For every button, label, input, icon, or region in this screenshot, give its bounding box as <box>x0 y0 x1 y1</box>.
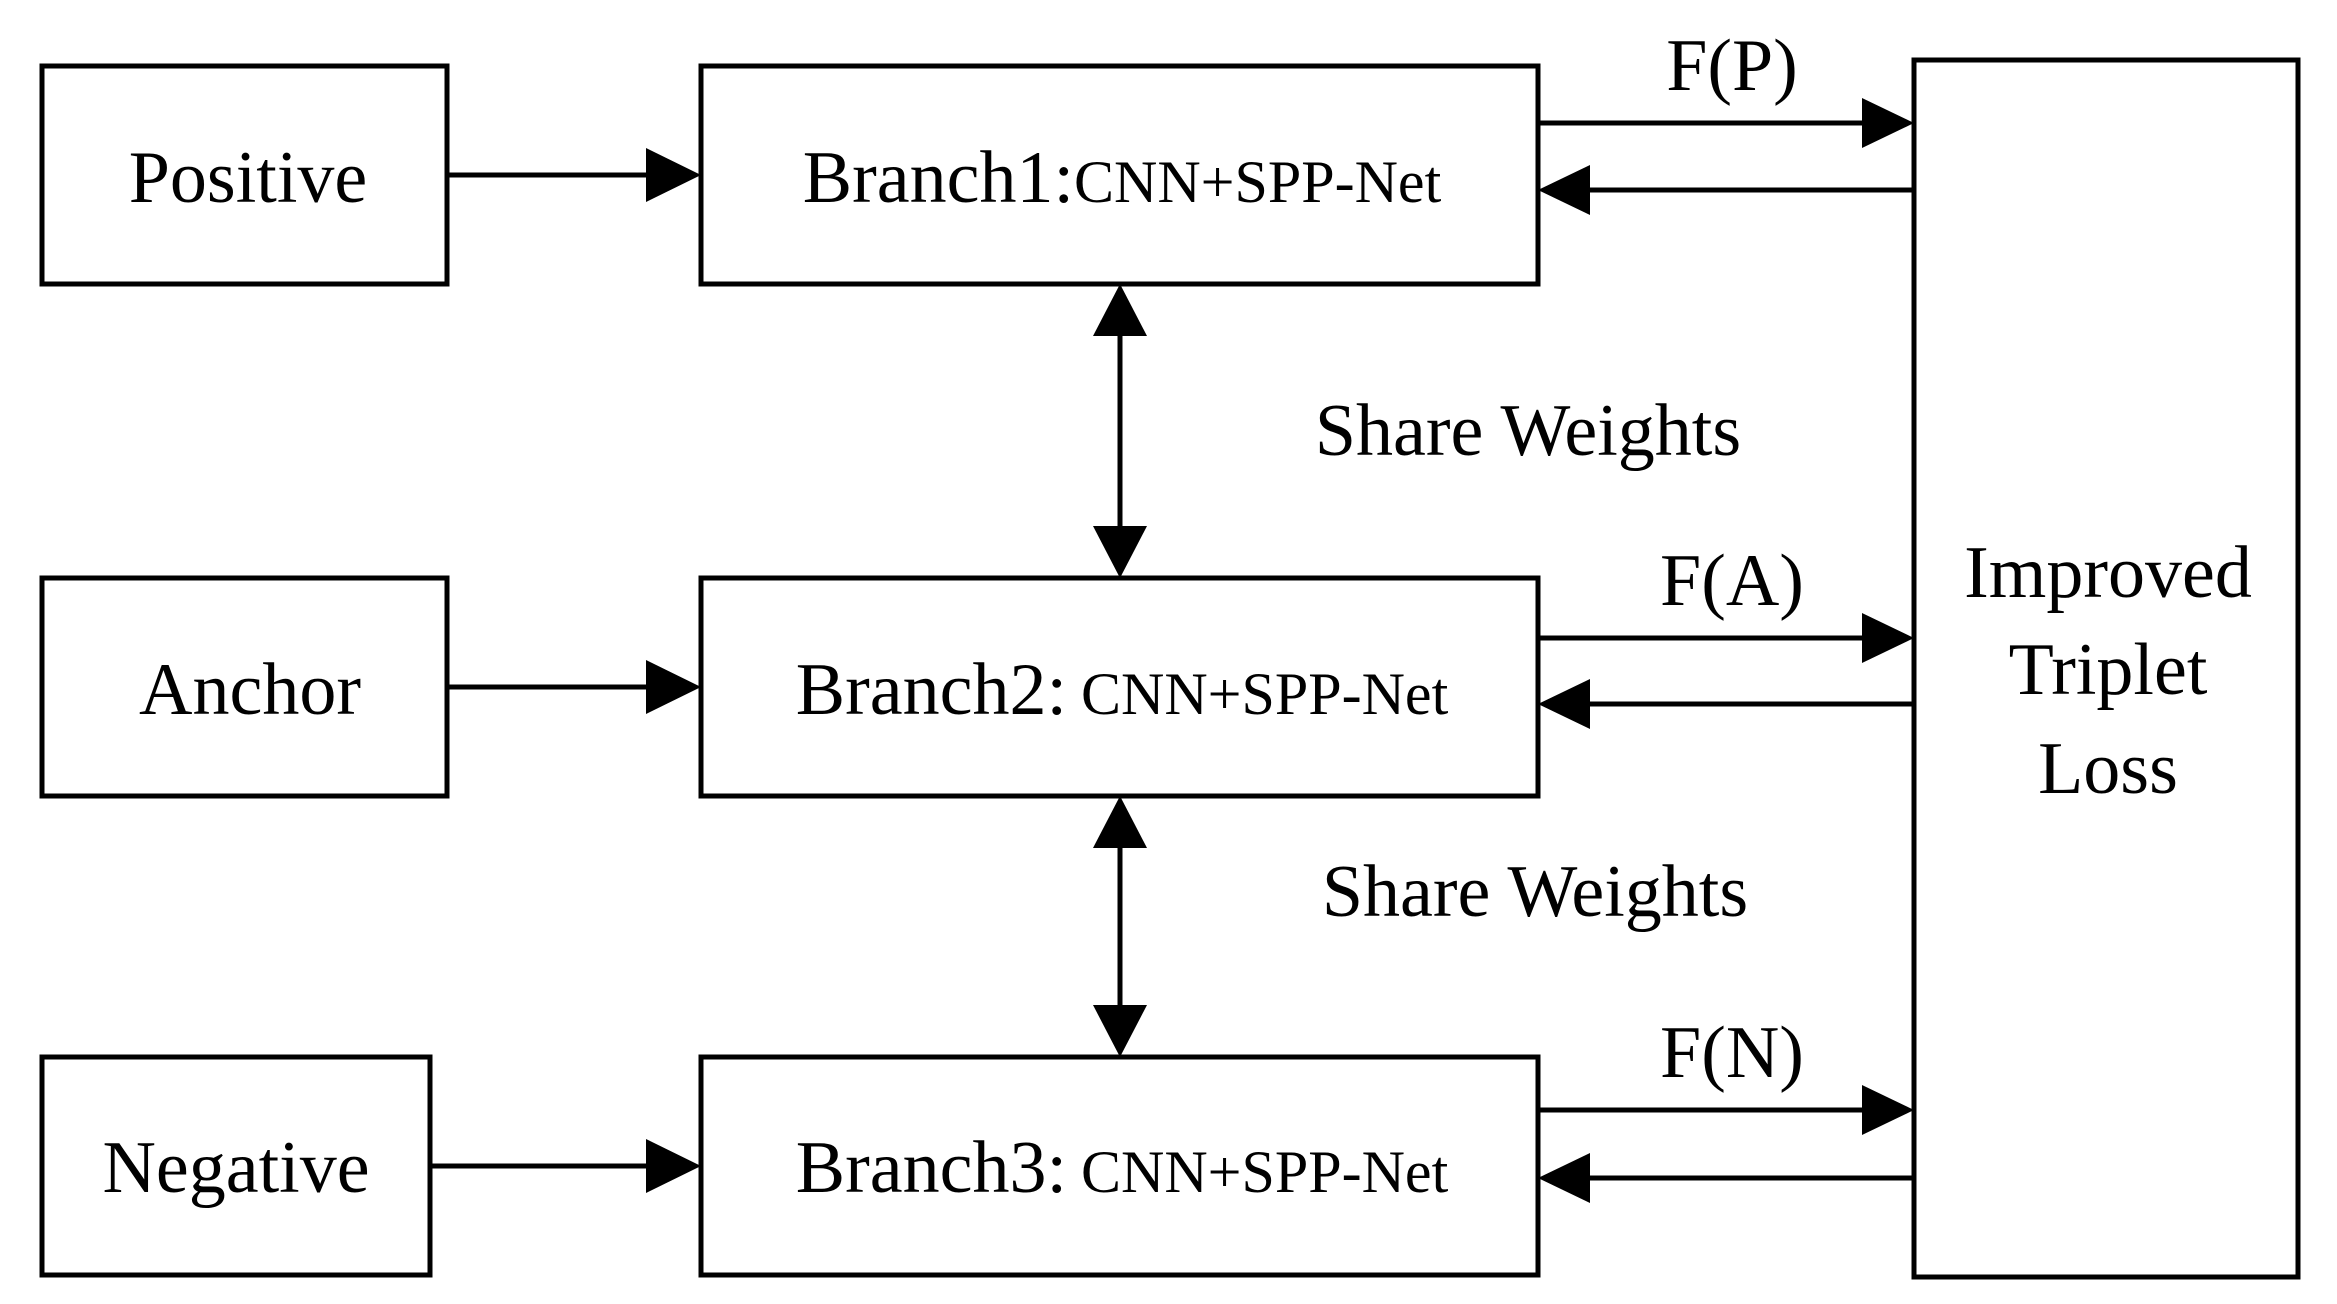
branch3-box <box>698 1054 1541 1278</box>
anchor-label: Anchor <box>139 649 361 731</box>
branch3-suffix: CNN+SPP-Net <box>1081 1139 1449 1205</box>
positive-label: Positive <box>129 137 367 219</box>
feature-fn-label: F(N) <box>1660 1012 1804 1094</box>
branch3-label: Branch3:CNN+SPP-Net <box>796 1127 1449 1209</box>
branch1-prefix: Branch1: <box>803 137 1074 219</box>
negative-to-branch3-arrowhead <box>646 1139 701 1193</box>
loss-line2: Triplet <box>2009 629 2208 711</box>
branch2-suffix: CNN+SPP-Net <box>1081 661 1449 727</box>
loss-line1: Improved <box>1964 532 2252 614</box>
loss-to-branch1-arrowhead <box>1538 165 1590 215</box>
loss-to-branch3-arrowhead <box>1538 1153 1590 1203</box>
share-weights-top-arrowhead-up <box>1093 284 1147 336</box>
branch3-to-loss-arrowhead <box>1862 1085 1914 1135</box>
share-weights-bottom-arrowhead-down <box>1093 1005 1147 1057</box>
branch1-label: Branch1:CNN+SPP-Net <box>803 137 1442 219</box>
branch2-to-loss-arrowhead <box>1862 613 1914 663</box>
negative-box <box>39 1054 433 1278</box>
anchor-box <box>39 575 450 799</box>
branch2-prefix: Branch2: <box>796 649 1067 731</box>
share-weights-bottom-label: Share Weights <box>1322 851 1748 933</box>
branch1-to-loss-arrowhead <box>1862 98 1914 148</box>
negative-label: Negative <box>102 1127 369 1209</box>
branch1-suffix: CNN+SPP-Net <box>1074 149 1442 215</box>
share-weights-top-label: Share Weights <box>1315 390 1741 472</box>
branch2-label: Branch2:CNN+SPP-Net <box>796 649 1449 731</box>
feature-fp-label: F(P) <box>1666 25 1798 107</box>
loss-to-branch2-arrowhead <box>1538 679 1590 729</box>
loss-line3: Loss <box>2038 728 2178 810</box>
loss-box <box>1911 57 2301 1280</box>
share-weights-top-arrowhead-down <box>1093 526 1147 578</box>
share-weights-bottom-arrowhead-up <box>1093 796 1147 848</box>
branch3-prefix: Branch3: <box>796 1127 1067 1209</box>
positive-box <box>39 63 450 287</box>
positive-to-branch1-arrowhead <box>646 148 701 202</box>
anchor-to-branch2-arrowhead <box>646 660 701 714</box>
branch2-box <box>698 575 1541 799</box>
feature-fa-label: F(A) <box>1660 540 1804 622</box>
branch1-box <box>698 63 1541 287</box>
